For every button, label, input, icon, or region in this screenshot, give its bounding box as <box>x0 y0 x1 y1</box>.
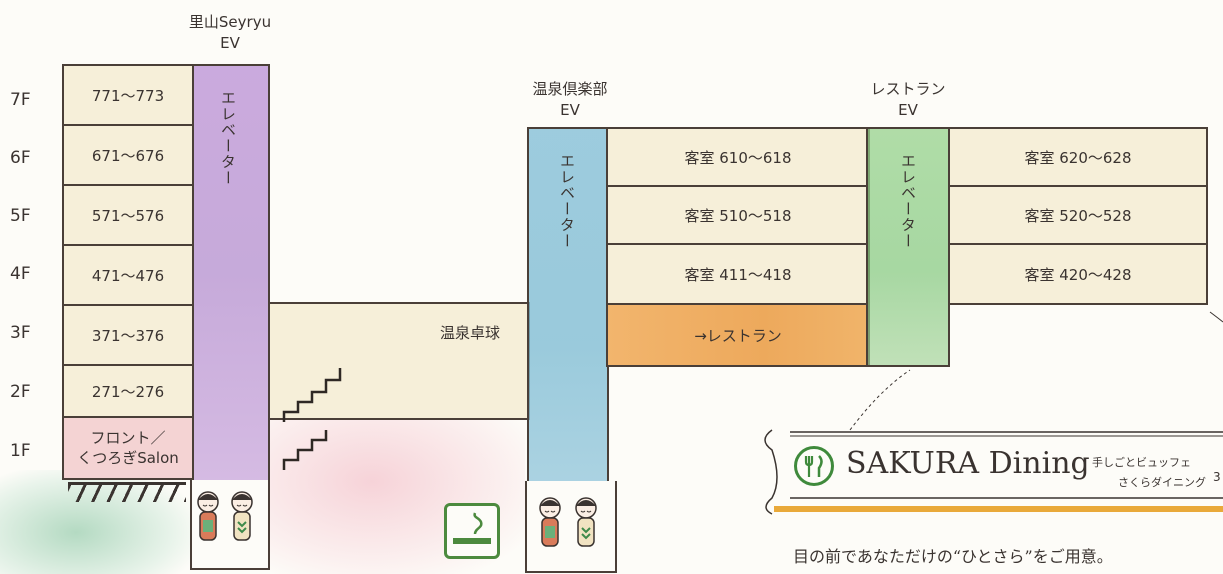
room-block-271-276: 271〜276 <box>62 364 194 418</box>
room-label: 客室 510〜518 <box>684 206 792 225</box>
floor-label-2f: 2F <box>10 382 31 402</box>
dining-subtitle-1: 手しごとビュッフェ <box>1092 456 1191 469</box>
room-block-371-376: 371〜376 <box>62 304 194 366</box>
onsen-ev-header: 温泉倶楽部 EV <box>500 79 640 121</box>
staircase-drawing <box>282 368 342 470</box>
room-label: 271〜276 <box>91 382 165 401</box>
kokeshi-doll-icon <box>197 491 219 541</box>
smoking-area-icon <box>444 503 500 559</box>
onsen-lobby <box>525 481 617 573</box>
satoyama-elevator-shaft: エレベーター <box>192 64 270 482</box>
stairs-area-lower <box>268 418 458 474</box>
restaurant-ev-label: EV <box>898 101 918 119</box>
room-label: 客室 520〜528 <box>1024 206 1132 225</box>
room-label: 571〜576 <box>91 206 165 225</box>
kokeshi-doll-icon <box>575 497 597 547</box>
room-block-471-476: 471〜476 <box>62 244 194 306</box>
room-label: 客室 610〜618 <box>684 148 792 167</box>
front-label: フロント／ <box>90 429 166 447</box>
kokeshi-doll-icon <box>539 497 561 547</box>
dining-title: SAKURA Dining <box>846 446 1090 481</box>
floor-label-3f: 3F <box>10 323 31 343</box>
room-block-520-528: 客室 520〜528 <box>948 185 1208 245</box>
floor-label-7f: 7F <box>10 90 31 110</box>
callout-lines <box>849 311 1223 431</box>
floor-label-4f: 4F <box>10 264 31 284</box>
satoyama-ev-name: 里山Seyryu <box>188 13 272 31</box>
room-label: 客室 411〜418 <box>684 265 792 284</box>
floor-label-1f: 1F <box>10 441 31 461</box>
onsen-elevator-shaft: エレベーター <box>527 127 609 483</box>
room-block-671-676: 671〜676 <box>62 124 194 186</box>
satoyama-ev-label: EV <box>220 34 240 52</box>
floor-label-5f: 5F <box>10 206 31 226</box>
table-tennis-room: 温泉卓球 <box>268 302 530 362</box>
room-label: 客室 420〜428 <box>1024 265 1132 284</box>
dining-tagline: 目の前であなただけの“ひとさら”をご用意。 <box>793 547 1113 566</box>
entrance-hatching <box>68 482 186 502</box>
stairs-area <box>268 360 530 420</box>
dining-subtitle-2: さくらダイニング <box>1118 476 1206 489</box>
room-block-610-618: 客室 610〜618 <box>606 127 870 187</box>
room-label: 471〜476 <box>91 266 165 285</box>
room-label: 371〜376 <box>91 326 165 345</box>
room-block-771-773: 771〜773 <box>62 64 194 126</box>
kokeshi-doll-icon <box>231 491 253 541</box>
room-block-510-518: 客室 510〜518 <box>606 185 870 245</box>
room-block-620-628: 客室 620〜628 <box>948 127 1208 187</box>
page-number: 3 <box>1213 470 1221 484</box>
dining-cutlery-icon <box>794 446 834 486</box>
room-block-411-418: 客室 411〜418 <box>606 243 870 305</box>
onsen-elevator-label: エレベーター <box>558 153 576 249</box>
room-label: 客室 620〜628 <box>1024 148 1132 167</box>
restaurant-elevator-label: エレベーター <box>899 153 917 249</box>
restaurant-elevator-shaft: エレベーター <box>866 127 950 367</box>
satoyama-ev-header: 里山Seyryu EV <box>160 12 300 54</box>
satoyama-elevator-label: エレベーター <box>219 90 237 186</box>
room-block-420-428: 客室 420〜428 <box>948 243 1208 305</box>
restaurant-ev-header: レストラン EV <box>838 79 978 121</box>
room-block-571-576: 571〜576 <box>62 184 194 246</box>
cigarette-icon <box>453 512 491 544</box>
dining-banner-scroll <box>764 429 1223 515</box>
restaurant-arrow-label: →レストラン <box>694 326 782 345</box>
room-label: 671〜676 <box>91 146 165 165</box>
restaurant-link-room: →レストラン <box>606 303 870 367</box>
front-salon-room: フロント／ くつろぎSalon <box>62 416 194 480</box>
restaurant-cutlery-icon <box>804 455 823 477</box>
floor-label-6f: 6F <box>10 148 31 168</box>
salon-label: くつろぎSalon <box>77 449 179 467</box>
table-tennis-label: 温泉卓球 <box>439 323 500 342</box>
restaurant-ev-name: レストラン <box>870 80 946 98</box>
onsen-ev-name: 温泉倶楽部 <box>532 80 608 98</box>
room-label: 771〜773 <box>91 86 165 105</box>
onsen-ev-label: EV <box>560 101 580 119</box>
